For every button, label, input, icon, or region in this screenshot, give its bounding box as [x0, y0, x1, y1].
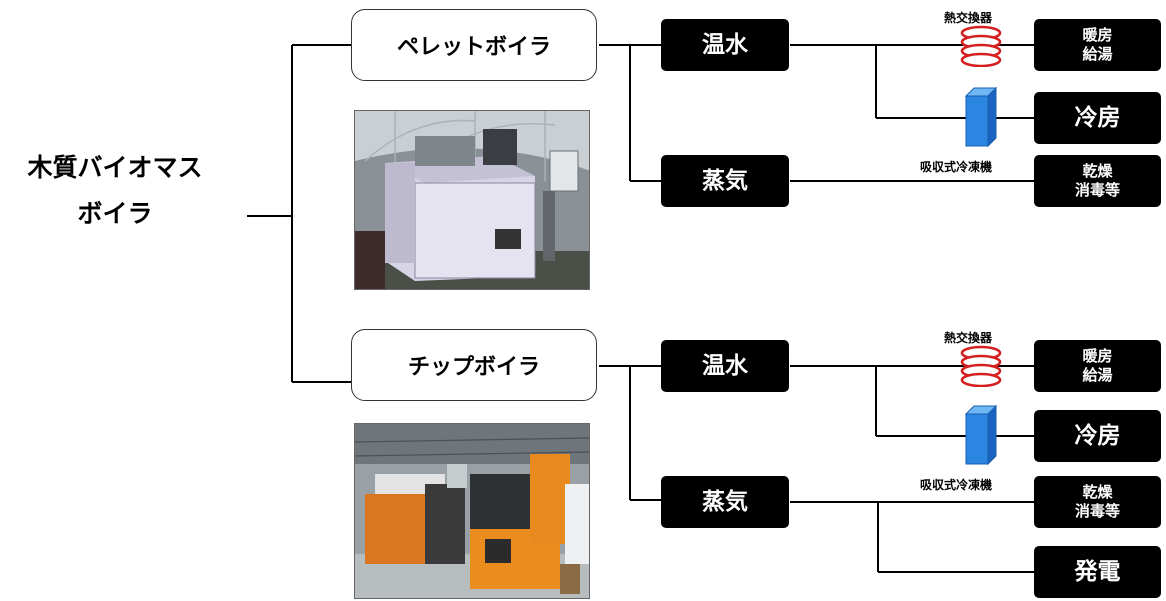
chip-hot-water-box: 温水 — [661, 340, 789, 392]
chip-power-box: 発電 — [1034, 546, 1161, 598]
pellet-boiler-photo — [354, 110, 590, 290]
chip-steam-label: 蒸気 — [702, 488, 748, 515]
pellet-drying-line1: 乾燥 — [1082, 162, 1113, 181]
chip-steam-box: 蒸気 — [661, 476, 789, 528]
pellet-heating-box: 暖房 給湯 — [1034, 19, 1161, 71]
chip-hot-water-label: 温水 — [702, 352, 748, 379]
chip-cooling-label: 冷房 — [1074, 422, 1121, 449]
heat-exchanger-coil-icon — [960, 25, 1002, 67]
chip-heat-exchanger-label: 熱交換器 — [944, 331, 993, 345]
chip-boiler-label: チップボイラ — [407, 355, 540, 380]
chip-drying-box: 乾燥 消毒等 — [1034, 476, 1161, 528]
absorption-chiller-icon — [964, 404, 998, 466]
pellet-steam-box: 蒸気 — [661, 155, 789, 207]
root-label-line1: 木質バイオマス — [27, 153, 203, 182]
pellet-heating-line2: 給湯 — [1082, 45, 1113, 63]
pellet-heat-exchanger-label: 熱交換器 — [944, 11, 993, 25]
pellet-steam-label: 蒸気 — [702, 167, 748, 194]
root-label-line2: ボイラ — [77, 199, 153, 228]
pellet-boiler-box: ペレットボイラ — [351, 9, 597, 81]
chip-boiler-photo — [354, 423, 590, 599]
chip-cooling-box: 冷房 — [1034, 410, 1161, 462]
pellet-absorption-chiller-label: 吸収式冷凍機 — [920, 160, 993, 174]
pellet-drying-box: 乾燥 消毒等 — [1034, 155, 1161, 207]
chip-heating-line2: 給湯 — [1082, 366, 1113, 384]
chip-drying-line1: 乾燥 — [1082, 483, 1113, 502]
chip-absorption-chiller-label: 吸収式冷凍機 — [920, 478, 993, 492]
pellet-boiler-label: ペレットボイラ — [396, 35, 551, 60]
chip-heating-line1: 暖房 — [1082, 347, 1113, 366]
root-label: 木質バイオマス ボイラ — [0, 145, 230, 237]
pellet-hot-water-label: 温水 — [702, 31, 748, 58]
pellet-cooling-label: 冷房 — [1074, 104, 1121, 131]
pellet-hot-water-box: 温水 — [661, 19, 789, 71]
chip-drying-line2: 消毒等 — [1074, 502, 1120, 520]
chip-boiler-box: チップボイラ — [351, 329, 597, 401]
chip-heating-box: 暖房 給湯 — [1034, 340, 1161, 392]
pellet-heating-line1: 暖房 — [1082, 26, 1113, 45]
absorption-chiller-icon — [964, 86, 998, 148]
heat-exchanger-coil-icon — [960, 345, 1002, 387]
chip-power-label: 発電 — [1074, 558, 1121, 585]
pellet-cooling-box: 冷房 — [1034, 92, 1161, 144]
pellet-drying-line2: 消毒等 — [1074, 181, 1120, 199]
